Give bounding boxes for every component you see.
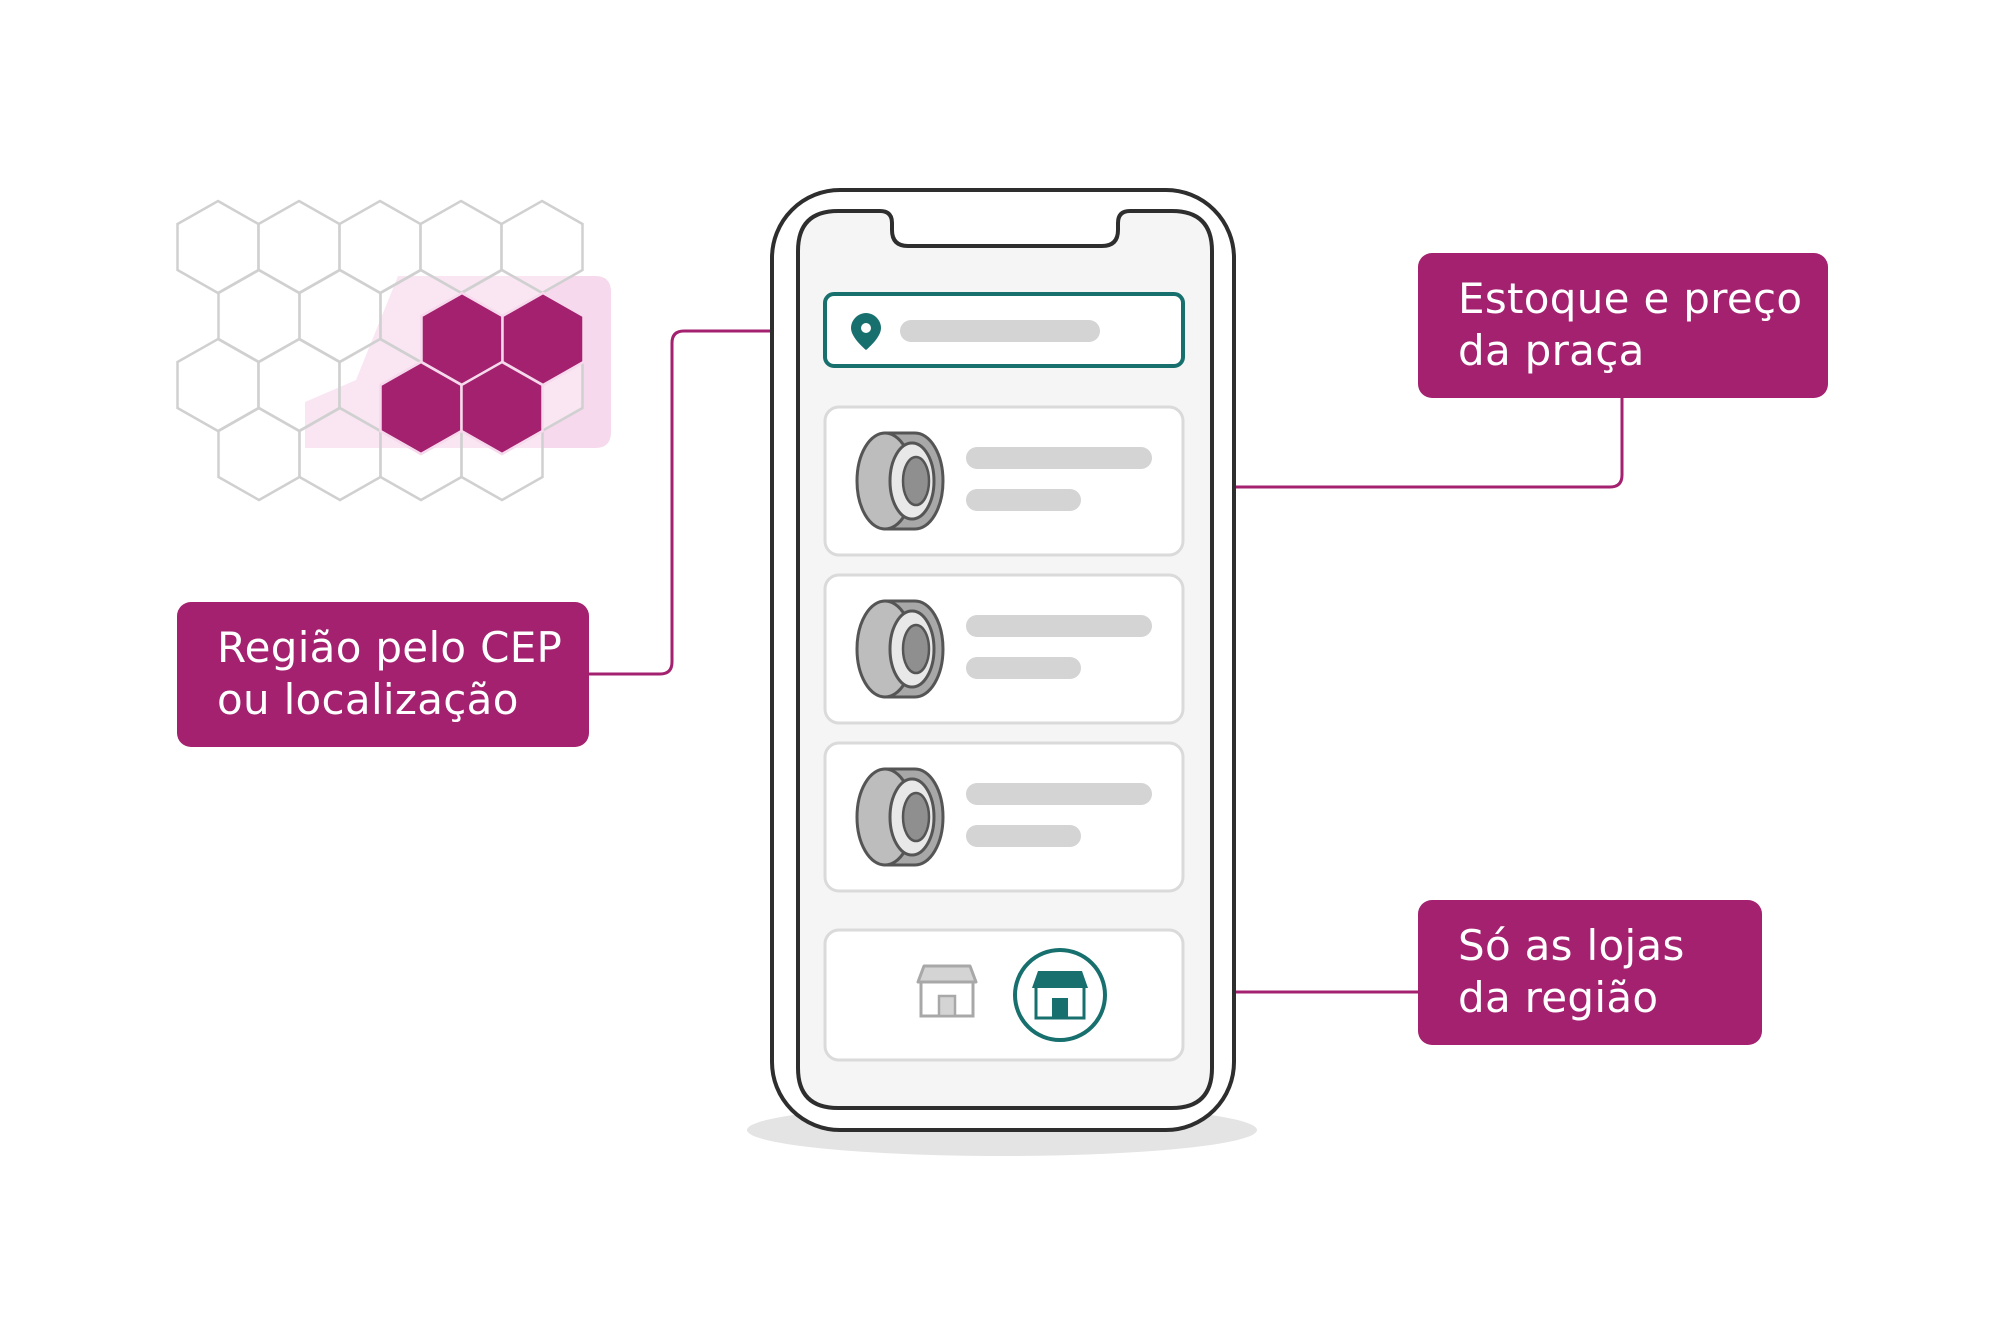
callout-stock-line-2: da praça: [1458, 326, 1645, 375]
tire-icon: [855, 599, 945, 699]
connector-stock-to-product: [1183, 398, 1624, 489]
tire-icon: [855, 767, 945, 867]
callout-region-line-2: ou localização: [217, 675, 519, 724]
callout-local-stores: Só as lojas da região: [1418, 900, 1762, 1045]
store-icon[interactable]: [916, 964, 978, 1018]
product-price-placeholder: [966, 489, 1081, 511]
product-card[interactable]: [823, 573, 1185, 725]
search-bar[interactable]: [823, 292, 1185, 368]
search-placeholder-bar: [900, 320, 1100, 342]
callout-region-line-1: Região pelo CEP: [217, 623, 563, 672]
callout-region: Região pelo CEP ou localização: [177, 602, 589, 747]
product-card[interactable]: [823, 405, 1185, 557]
hex-cells: [176, 199, 585, 502]
store-icon-active[interactable]: [1013, 948, 1107, 1042]
bottom-bar: [823, 928, 1185, 1062]
product-price-placeholder: [966, 825, 1081, 847]
product-title-placeholder: [966, 783, 1152, 805]
region-hex-map: [176, 199, 611, 502]
callout-stores-line-2: da região: [1458, 973, 1659, 1022]
product-card[interactable]: [823, 741, 1185, 893]
connector-region-to-search: [589, 329, 822, 676]
product-title-placeholder: [966, 615, 1152, 637]
phone-mockup: [747, 188, 1257, 1156]
hex-cell-highlighted: [460, 360, 544, 456]
location-pin-icon: [851, 313, 881, 350]
product-price-placeholder: [966, 657, 1081, 679]
callout-stores-line-1: Só as lojas: [1458, 921, 1685, 970]
callout-stock-price: Estoque e preço da praça: [1418, 253, 1828, 398]
tire-icon: [855, 431, 945, 531]
product-title-placeholder: [966, 447, 1152, 469]
product-list: [823, 405, 1185, 893]
callout-stock-line-1: Estoque e preço: [1458, 274, 1803, 323]
